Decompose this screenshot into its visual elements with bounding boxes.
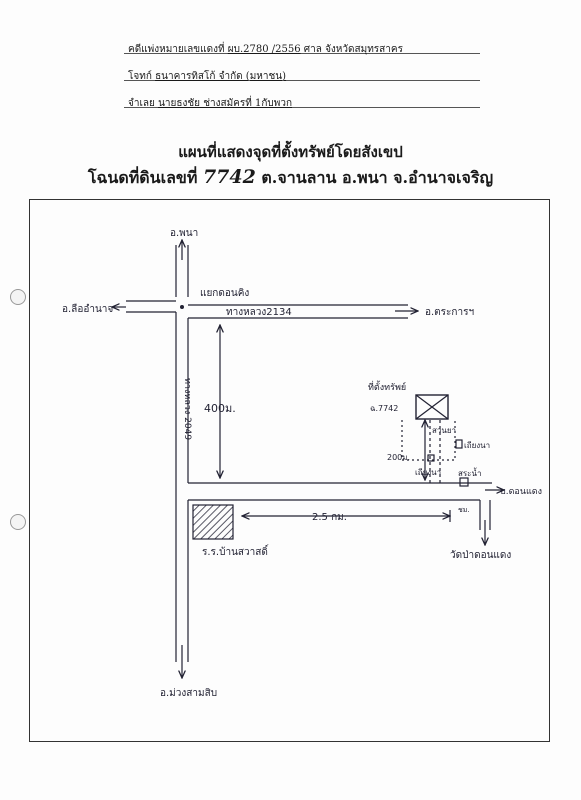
deed-number: 7742 bbox=[202, 166, 256, 188]
label-property-deed: ฉ.7742 bbox=[370, 404, 398, 413]
plaintiff-line: โจทก์ ธนาคารทิสโก้ จำกัด (มหาชน) bbox=[128, 69, 286, 84]
map-title: แผนที่แสดงจุดที่ตั้งทรัพย์โดยสังเขป bbox=[178, 143, 403, 161]
location-map: อ.พนา อ.ลืออำนาจ อ.ตระการฯ อ.ม่วงสามสิบ … bbox=[29, 199, 550, 742]
label-dist-25km: 2.5 กม. bbox=[312, 512, 347, 523]
hut1-square bbox=[427, 454, 435, 462]
label-junction: แยกดอนคิง bbox=[200, 288, 249, 299]
court-label: ศาล bbox=[303, 44, 322, 55]
label-west: อ.ลืออำนาจ bbox=[62, 303, 113, 315]
label-dist-200: 200ม. bbox=[387, 453, 410, 462]
label-highway-2049: ทางหลวง 2049 bbox=[182, 378, 192, 440]
property-box bbox=[415, 394, 449, 420]
plaintiff-name: ธนาคารทิสโก้ จำกัด (มหาชน) bbox=[155, 71, 287, 82]
label-south: อ.ม่วงสามสิบ bbox=[160, 688, 217, 699]
subtitle-suffix: ต.จานลาน อ.พนา จ.อำนาจเจริญ bbox=[261, 168, 494, 187]
label-highway-2134: ทางหลวง2134 bbox=[226, 307, 292, 318]
subtitle-prefix: โฉนดที่ดินเลขที่ bbox=[87, 168, 198, 187]
label-temple: วัดป่าดอนแดง bbox=[450, 550, 511, 561]
court-name: จังหวัดสมุทรสาคร bbox=[325, 44, 403, 55]
case-number: ผบ.2780 /2556 bbox=[227, 44, 301, 55]
defendant-label: จำเลย bbox=[128, 98, 155, 109]
label-village: บ.ดอนแดง bbox=[500, 487, 542, 497]
defendant-name: นายธงชัย ช่างสมัครที่ 1กับพวก bbox=[158, 98, 293, 109]
binder-hole-bottom bbox=[10, 514, 26, 530]
map-subtitle: โฉนดที่ดินเลขที่ 7742 ต.จานลาน อ.พนา จ.อ… bbox=[0, 166, 581, 191]
label-dist-400: 400ม. bbox=[204, 402, 236, 415]
label-property: ที่ตั้งทรัพย์ bbox=[368, 380, 406, 393]
label-north: อ.พนา bbox=[170, 228, 198, 239]
map-drawing: อ.พนา อ.ลืออำนาจ อ.ตระการฯ อ.ม่วงสามสิบ … bbox=[62, 228, 542, 699]
label-field: สวนยา bbox=[432, 426, 456, 435]
case-label: คดีแพ่งหมายเลขแดงที่ bbox=[128, 44, 225, 55]
pond-square bbox=[459, 477, 469, 487]
hut2-square bbox=[455, 439, 463, 449]
label-pond: สระน้ำ bbox=[458, 467, 481, 478]
label-hut-1: เถียงนา bbox=[415, 468, 441, 477]
label-school: ร.ร.บ้านสวาสดิ์ bbox=[202, 544, 269, 558]
case-line: คดีแพ่งหมายเลขแดงที่ ผบ.2780 /2556 ศาล จ… bbox=[128, 42, 403, 57]
plaintiff-label: โจทก์ bbox=[128, 71, 152, 82]
school-block bbox=[192, 504, 234, 540]
label-km: ชม. bbox=[458, 506, 470, 514]
label-east: อ.ตระการฯ bbox=[425, 307, 474, 318]
label-hut-2: เถียงนา bbox=[464, 441, 490, 450]
junction-mark bbox=[180, 305, 184, 309]
binder-hole-top bbox=[10, 289, 26, 305]
defendant-line: จำเลย นายธงชัย ช่างสมัครที่ 1กับพวก bbox=[128, 96, 292, 111]
